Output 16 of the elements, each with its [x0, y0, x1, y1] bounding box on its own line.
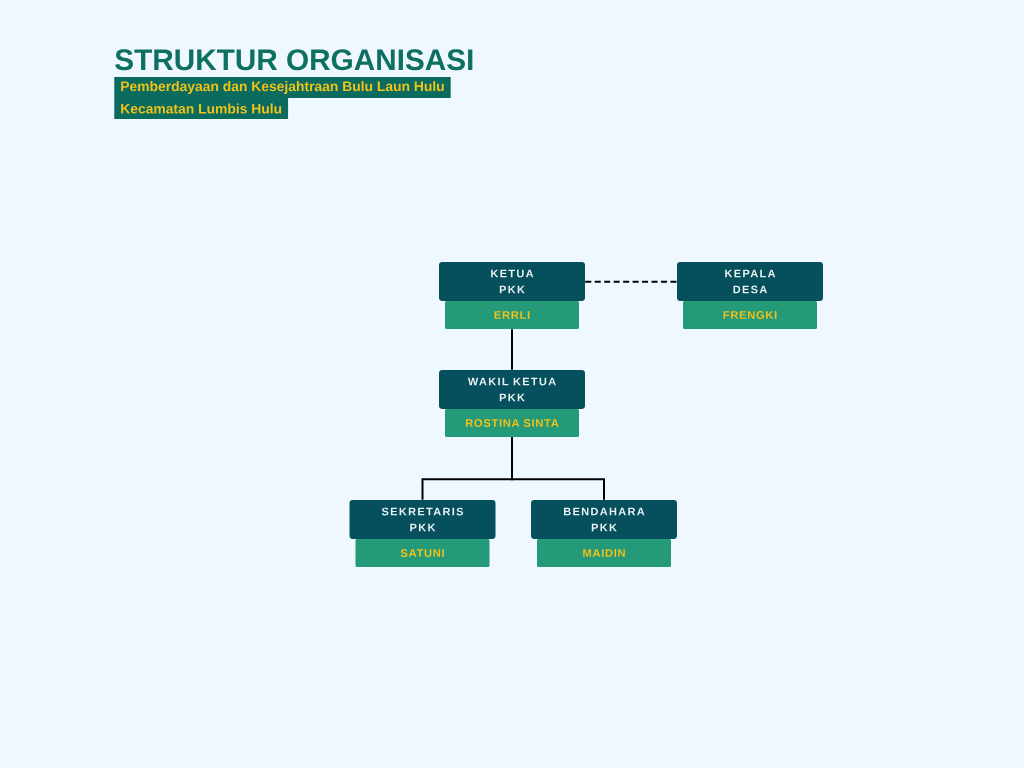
connector-line: [511, 328, 513, 371]
title-box: BENDAHARA PKK: [531, 500, 677, 539]
name-box: SATUNI: [355, 539, 490, 567]
title-box: SEKRETARIS PKK: [349, 500, 496, 539]
name-box: ROSTINA SINTA: [445, 409, 579, 437]
subtitle-band: Pemberdayaan dan Kesejahtraan Bulu Laun Hulu: [114, 77, 451, 98]
name-box: FRENGKI: [683, 301, 817, 329]
name-box: ERRLI: [445, 301, 579, 329]
title: STRUKTUR ORGANISASI: [115, 49, 473, 71]
connector-line: [584, 280, 678, 283]
name-box: MAIDIN: [537, 539, 671, 567]
title-box: KETUA PKK: [439, 262, 585, 301]
subtitle-band: Kecamatan Lumbis Hulu: [114, 98, 289, 119]
title-box: KEPALA DESA: [677, 262, 823, 301]
title-box: WAKIL KETUA PKK: [439, 370, 585, 409]
connector-line: [511, 436, 605, 501]
